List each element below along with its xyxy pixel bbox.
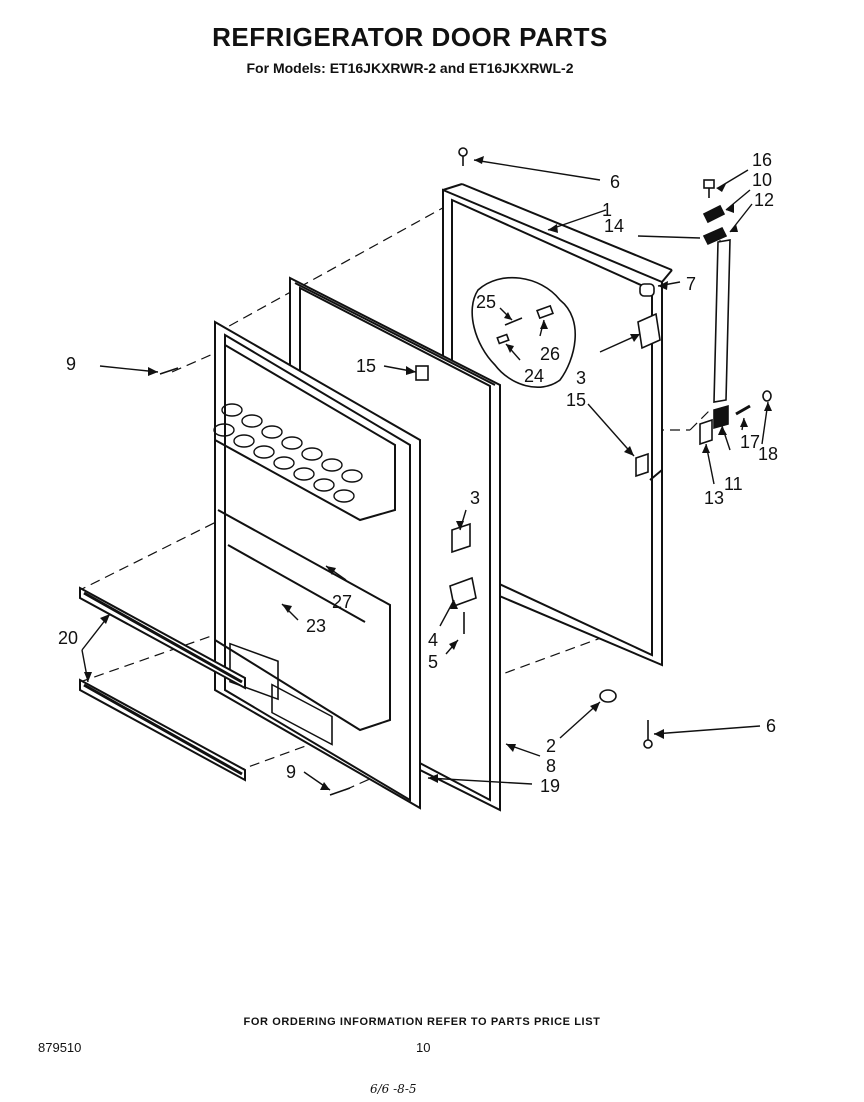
callout-24: 24 — [524, 366, 544, 386]
callout-6a: 6 — [610, 172, 620, 192]
page-subtitle: For Models: ET16JKXRWR-2 and ET16JKXRWL-… — [246, 60, 574, 76]
hinge-hardware — [159, 147, 772, 796]
reference-number: 879510 — [38, 1040, 82, 1055]
callout-9b: 9 — [286, 762, 296, 782]
callout-1: 1 — [602, 200, 612, 220]
callout-6b: 6 — [766, 716, 776, 736]
callout-15a: 15 — [356, 356, 376, 376]
callout-27: 27 — [332, 592, 352, 612]
handwritten-mark: 6/6 -8-5 — [370, 1082, 417, 1096]
callout-11: 11 — [724, 474, 743, 494]
callout-2: 2 — [546, 736, 556, 756]
callout-18: 18 — [758, 444, 778, 464]
ordering-note: FOR ORDERING INFORMATION REFER TO PARTS … — [243, 1016, 601, 1028]
callout-19: 19 — [540, 776, 560, 796]
callout-23: 23 — [306, 616, 326, 636]
callout-12: 12 — [754, 190, 774, 210]
page-number: 10 — [416, 1040, 431, 1055]
callout-8: 8 — [546, 756, 556, 776]
egg-tray — [213, 403, 363, 503]
callout-9a: 9 — [66, 354, 76, 374]
page-title: REFRIGERATOR DOOR PARTS — [212, 22, 608, 52]
callout-4: 4 — [428, 630, 438, 650]
callout-3a: 3 — [576, 368, 586, 388]
shelf-bars — [79, 586, 246, 782]
callout-17: 17 — [740, 432, 760, 452]
callout-numbers: 1 2 3 3 4 5 6 6 7 8 9 9 10 11 12 13 14 1… — [58, 150, 778, 796]
callout-15b: 15 — [566, 390, 586, 410]
callout-14: 14 — [604, 216, 624, 236]
arrowheads — [84, 156, 772, 790]
callout-25: 25 — [476, 292, 496, 312]
callout-7: 7 — [686, 274, 696, 294]
callout-10: 10 — [752, 170, 772, 190]
callout-13: 13 — [704, 488, 724, 508]
callout-5: 5 — [428, 652, 438, 672]
callout-20: 20 — [58, 628, 78, 648]
foam-cutaway — [471, 276, 576, 388]
callout-26: 26 — [540, 344, 560, 364]
callout-16: 16 — [752, 150, 772, 170]
callout-3b: 3 — [470, 488, 480, 508]
inner-door-liner — [214, 320, 421, 810]
